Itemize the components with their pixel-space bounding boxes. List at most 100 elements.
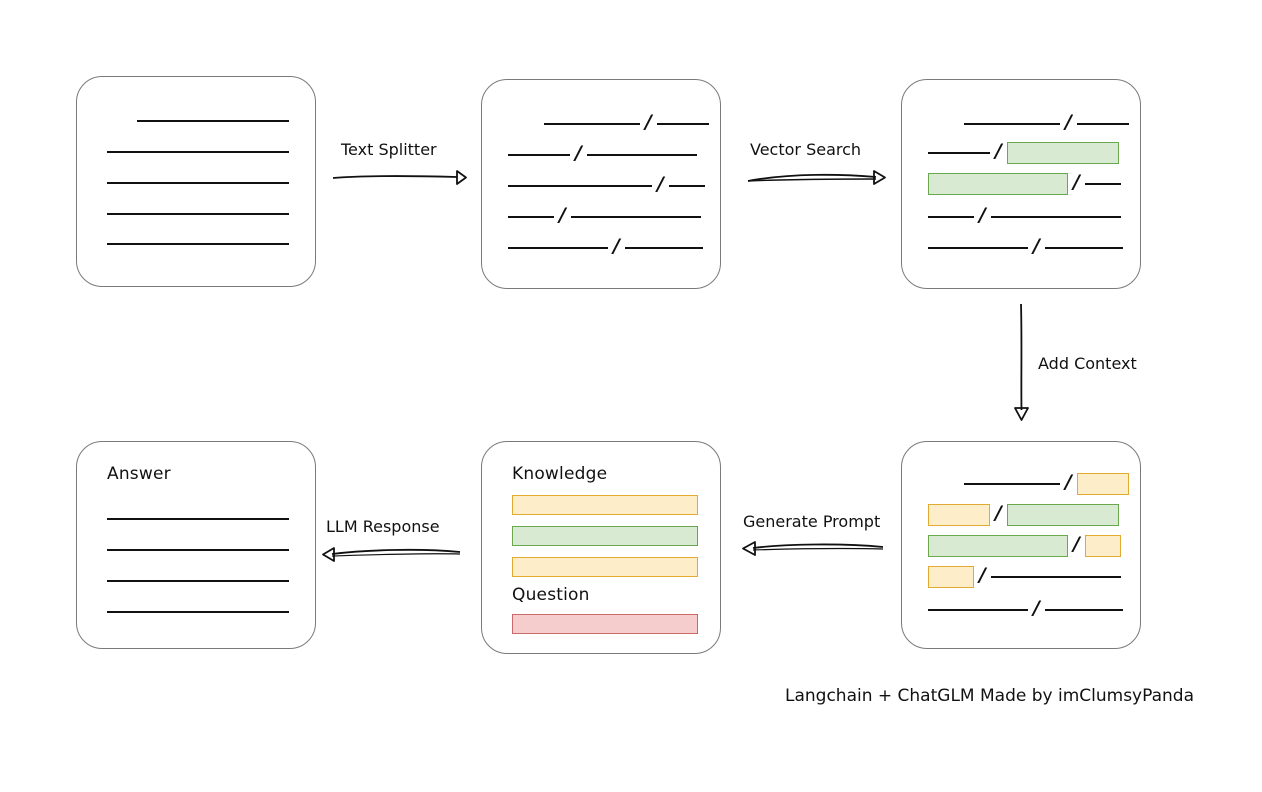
document-line [137,110,289,132]
generate-prompt-arrow: Generate Prompt [741,512,885,562]
knowledge-bar [512,557,698,577]
text-line [990,215,1121,219]
text-line [624,246,703,250]
text-line [107,579,289,583]
matched-chunk-highlight [928,535,1068,557]
answer-line [107,570,289,592]
chunk-line: / [928,596,1123,621]
question-label: Question [512,585,590,605]
arrow-down-icon [1014,303,1029,421]
chunk-line: / [508,172,705,197]
arrow-left-icon [742,541,884,556]
context-chunk-highlight [928,504,990,526]
generated-prompt-card: Knowledge Question [481,441,721,654]
text-line [107,150,289,154]
matched-chunk-highlight [928,173,1068,195]
text-line [508,153,570,157]
text-line [107,181,289,185]
chunk-separator: / [1033,596,1040,619]
chunk-line: / [544,110,709,135]
text-splitter-arrow: Text Splitter [331,140,467,190]
vector-search-arrow: Vector Search [746,140,886,190]
chunk-line: / [508,203,701,228]
text-line [928,215,974,219]
chunk-line: / [928,565,1121,588]
answer-card: Answer [76,441,316,649]
knowledge-bar [512,526,698,546]
answer-line [107,601,289,623]
chunk-line: / [928,534,1121,557]
chunk-line: / [928,203,1121,228]
source-document-card [76,76,316,287]
vector-matched-chunks-card: / / / / / [901,79,1141,289]
chunk-line: / [508,234,703,259]
chunk-separator: / [559,203,566,226]
chunk-line: / [928,236,1123,259]
generate-prompt-arrow-label: Generate Prompt [743,512,881,531]
add-context-arrow: Add Context [1012,302,1172,422]
text-line [107,517,289,521]
text-line [508,184,652,188]
chunk-separator: / [995,139,1002,162]
arrow-right-icon [332,170,467,185]
answer-line [107,539,289,561]
text-line [964,122,1060,126]
chunk-separator: / [1073,170,1080,193]
chunk-separator: / [995,501,1002,524]
matched-chunk-highlight [1006,504,1119,526]
chunk-separator: / [979,203,986,226]
context-chunk-highlight [928,566,974,588]
knowledge-bar [512,495,698,515]
document-line [107,203,289,225]
document-line [107,172,289,194]
answer-lines [77,442,315,648]
context-added-card: / / / / / [901,441,1141,649]
text-line [1084,182,1121,186]
chunk-line: / [508,141,697,166]
text-line [990,575,1121,579]
answer-label: Answer [107,464,171,484]
chunk-line: / [964,110,1129,135]
text-line [1044,246,1123,250]
text-line [508,246,608,250]
document-line [107,233,289,255]
text-line [508,215,554,219]
text-line [107,212,289,216]
arrow-right-icon [747,170,886,185]
chunk-separator: / [657,172,664,195]
text-line [928,246,1028,250]
text-line [107,242,289,246]
source-document-lines [77,77,315,286]
text-line [544,122,640,126]
add-context-arrow-label: Add Context [1038,354,1137,373]
document-line [107,141,289,163]
text-line [668,184,705,188]
chunk-separator: / [613,234,620,257]
context-chunk-highlight [1076,473,1129,495]
context-added-lines: / / / / / [902,442,1140,648]
text-line [1044,608,1123,612]
text-line [656,122,709,126]
diagram-caption: Langchain + ChatGLM Made by imClumsyPand… [785,686,1194,706]
split-chunks-card: / / / / / [481,79,721,289]
chunk-separator: / [575,141,582,164]
text-line [570,215,701,219]
llm-response-arrow-label: LLM Response [326,517,440,536]
chunk-separator: / [1065,110,1072,133]
text-line [586,153,697,157]
chunk-line: / [964,470,1129,495]
text-line [137,119,289,123]
text-line [107,610,289,614]
text-line [964,482,1060,486]
text-line [928,608,1028,612]
answer-line [107,508,289,530]
vector-matched-lines: / / / / / [902,80,1140,288]
arrow-left-icon [322,547,461,562]
chunk-line: / [928,170,1121,195]
context-chunk-highlight [1084,535,1121,557]
chunk-separator: / [1065,470,1072,493]
split-chunks-lines: / / / / / [482,80,720,288]
knowledge-label: Knowledge [512,464,608,484]
chunk-separator: / [645,110,652,133]
vector-search-arrow-label: Vector Search [750,140,862,159]
